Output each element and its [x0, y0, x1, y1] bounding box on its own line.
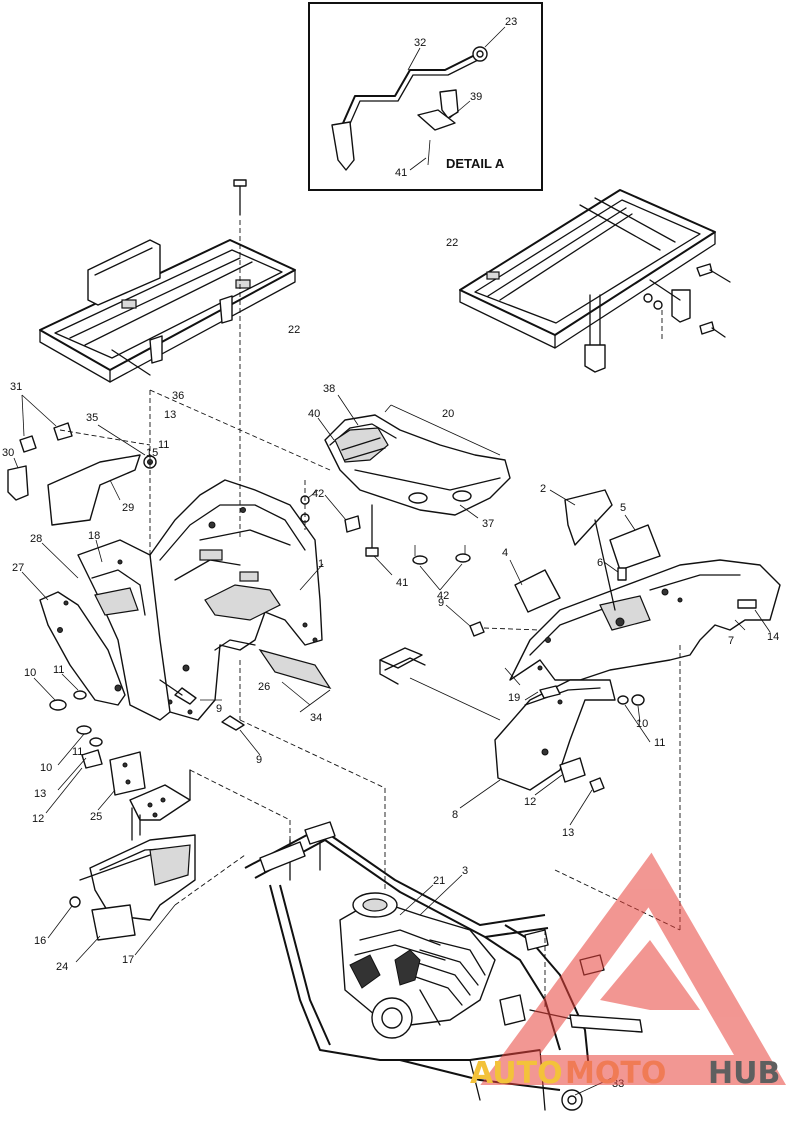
detail-a-inset: 32 23 39 41 DETAIL A — [308, 2, 543, 191]
callout-36: 36 — [172, 390, 184, 402]
callout-32: 32 — [414, 37, 426, 49]
rear-rack — [39, 179, 296, 383]
front-mud-flap — [379, 647, 651, 826]
callout-24: 24 — [56, 961, 68, 973]
callout-10-front: 10 — [636, 718, 648, 730]
callout-11-left: 11 — [53, 664, 64, 676]
callout-25: 25 — [90, 811, 102, 823]
callout-42-upper: 42 — [312, 488, 324, 500]
watermark-text: AUTO MOTO HUB — [470, 1056, 780, 1091]
callout-11-front: 11 — [654, 737, 665, 749]
watermark-part-auto: AUTO — [470, 1056, 563, 1091]
callout-16: 16 — [34, 935, 46, 947]
callout-8: 8 — [452, 809, 458, 821]
callout-4: 4 — [502, 547, 508, 559]
storage-box — [47, 834, 246, 963]
callout-40: 40 — [308, 408, 320, 420]
callout-22-front: 22 — [446, 237, 458, 249]
callout-31: 31 — [10, 381, 22, 393]
callout-11-upper: 11 — [158, 439, 169, 451]
callout-37: 37 — [482, 518, 494, 530]
callout-41-detail: 41 — [395, 167, 407, 179]
callout-6: 6 — [597, 557, 603, 569]
callout-9-lower: 9 — [256, 754, 262, 766]
callout-28: 28 — [30, 533, 42, 545]
callout-20: 20 — [442, 408, 454, 420]
watermark-logo — [480, 852, 787, 1085]
callout-29: 29 — [122, 502, 134, 514]
mud-flaps — [21, 539, 171, 721]
callout-22-rear: 22 — [288, 324, 300, 336]
seat-assembly — [300, 394, 511, 591]
callout-14: 14 — [767, 631, 779, 643]
watermark-part-hub: HUB — [708, 1056, 780, 1091]
callout-1: 1 — [318, 558, 324, 570]
left-hardware — [7, 394, 157, 526]
callout-41: 41 — [396, 577, 408, 589]
callout-30: 30 — [2, 447, 14, 459]
callout-26: 26 — [258, 681, 270, 693]
callout-13-upper: 13 — [164, 409, 176, 421]
callout-3: 3 — [462, 865, 468, 877]
callout-12-left: 12 — [32, 813, 44, 825]
callout-13-left: 13 — [34, 788, 46, 800]
callout-10-lower: 10 — [40, 762, 52, 774]
detail-a-title: DETAIL A — [446, 156, 505, 171]
callout-15: 15 — [146, 447, 158, 459]
callout-23: 23 — [505, 16, 517, 28]
callout-18: 18 — [88, 530, 100, 542]
callout-35: 35 — [86, 412, 98, 424]
callout-10-left: 10 — [24, 667, 36, 679]
callout-21: 21 — [433, 875, 445, 887]
front-rack — [459, 189, 731, 373]
callout-9-front: 9 — [438, 597, 444, 609]
callout-19: 19 — [508, 692, 520, 704]
watermark-part-moto: MOTO — [565, 1056, 666, 1091]
callout-27: 27 — [12, 562, 24, 574]
callout-5: 5 — [620, 502, 626, 514]
callout-2: 2 — [540, 483, 546, 495]
left-lower-hardware — [33, 673, 191, 841]
callouts: 22 22 36 31 30 35 13 11 15 29 38 40 20 4… — [2, 237, 779, 1090]
callout-39: 39 — [470, 91, 482, 103]
watermark-triangle-icon — [480, 852, 787, 1085]
callout-17: 17 — [122, 954, 134, 966]
callout-13-front: 13 — [562, 827, 574, 839]
callout-34: 34 — [310, 712, 322, 724]
callout-7: 7 — [728, 635, 734, 647]
callout-11-lower: 11 — [72, 746, 83, 758]
callout-12-front: 12 — [524, 796, 536, 808]
callout-38: 38 — [323, 383, 335, 395]
rear-fender-hardware — [159, 648, 386, 890]
rear-fender — [149, 220, 331, 721]
front-fender — [445, 489, 781, 930]
callout-42-lower: 42 — [437, 590, 449, 602]
callout-9-fender: 9 — [216, 703, 222, 715]
